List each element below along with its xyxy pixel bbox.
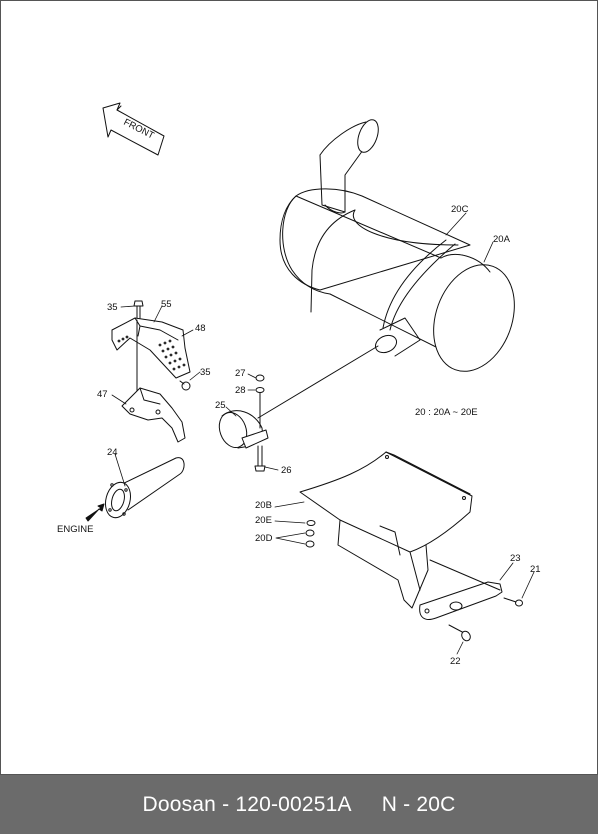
washers-20E-20D	[305, 520, 316, 548]
footer-diagram-ref: N - 20C	[381, 792, 456, 816]
part-label-23: 23	[510, 553, 521, 564]
bracket-47	[121, 387, 186, 443]
nut-27	[255, 374, 265, 382]
part-label-22: 22	[450, 656, 461, 667]
clamp-25	[218, 410, 269, 449]
engine-direction-arrow	[85, 503, 105, 522]
part-label-20C: 20C	[451, 204, 469, 215]
footer-brand: Doosan	[142, 792, 217, 816]
part-label-27: 27	[235, 368, 246, 379]
bracket-23	[419, 581, 503, 620]
part-label-35-top: 35	[107, 302, 118, 313]
exploded-parts-diagram: FRONT ENGINE 20 : 20A ~ 20E 20C 20A 35 5…	[57, 102, 541, 667]
front-direction-arrow	[102, 102, 165, 156]
part-label-26: 26	[281, 465, 292, 476]
part-label-47: 47	[97, 389, 108, 400]
leader-lines	[111, 212, 535, 655]
part-label-35-right: 35	[200, 367, 211, 378]
bolt-26	[254, 445, 266, 472]
muffler-body	[279, 188, 515, 372]
part-label-24: 24	[107, 447, 118, 458]
part-label-21: 21	[530, 564, 541, 575]
part-label-48: 48	[195, 323, 206, 334]
washer-28	[255, 387, 265, 393]
diagram-frame	[0, 0, 598, 775]
part-label-28: 28	[235, 385, 246, 396]
tailpipe	[319, 119, 379, 214]
range-note: 20 : 20A ~ 20E	[415, 407, 478, 418]
bracket-48-55	[111, 317, 191, 379]
muffler-mount-20B	[299, 451, 473, 609]
footer-separator: -	[216, 792, 236, 816]
part-label-20A: 20A	[493, 234, 511, 245]
muffler-inlet-pipe	[374, 317, 421, 357]
part-label-25: 25	[215, 400, 226, 411]
pipe-24	[105, 457, 185, 519]
part-label-20B: 20B	[255, 500, 272, 511]
part-label-20E: 20E	[255, 515, 272, 526]
bolt-35-right	[179, 380, 191, 391]
bolt-35-top	[133, 300, 144, 319]
part-label-20D: 20D	[255, 533, 273, 544]
part-label-55: 55	[161, 299, 172, 310]
engine-label: ENGINE	[57, 524, 93, 535]
bolt-22	[448, 624, 471, 642]
footer-part-number: 120-00251A	[235, 792, 352, 816]
bolt-21	[515, 599, 523, 607]
strap-rod	[310, 209, 356, 313]
footer-caption: Doosan - 120-00251A N - 20C	[0, 775, 598, 834]
